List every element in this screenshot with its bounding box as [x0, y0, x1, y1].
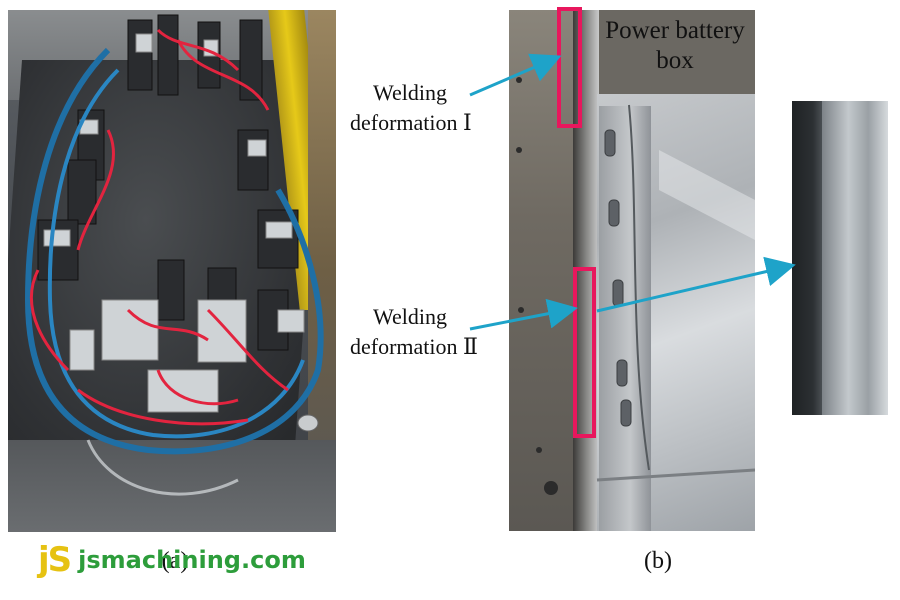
weld-deformation-2-line2: deformation Ⅱ	[350, 334, 478, 359]
battery-box-title-line1: Power battery	[605, 17, 745, 44]
battery-box-detail-illustration	[516, 77, 755, 495]
battery-box-title: Power battery box	[590, 16, 760, 76]
arrow-to-deformation-1	[469, 53, 562, 97]
arrow-to-deformation-2	[469, 298, 578, 331]
watermark-site: jsmachining.com	[78, 546, 306, 574]
panel-b-caption: (b)	[644, 548, 672, 574]
weld-deformation-1-label: Welding deformation Ⅰ	[350, 78, 472, 138]
welding-fixture-photo	[8, 10, 336, 532]
weld-deformation-2-line1: Welding	[373, 304, 447, 329]
arrow-to-zoom-inset	[596, 256, 796, 313]
fixture-hardware-illustration	[24, 14, 324, 496]
weld-deformation-2-label: Welding deformation Ⅱ	[350, 302, 478, 362]
weld-deformation-2-highlight	[573, 267, 596, 438]
panel-a-caption: (a)	[161, 548, 189, 574]
battery-box-title-line2: box	[656, 47, 694, 74]
watermark-logo: jS	[38, 540, 72, 580]
battery-box-photo	[509, 10, 755, 531]
weld-zoom-photo	[792, 101, 888, 415]
weld-deformation-1-line1: Welding	[373, 80, 447, 105]
watermark: jS jsmachining.com	[38, 540, 306, 580]
weld-deformation-1-line2: deformation Ⅰ	[350, 110, 472, 135]
